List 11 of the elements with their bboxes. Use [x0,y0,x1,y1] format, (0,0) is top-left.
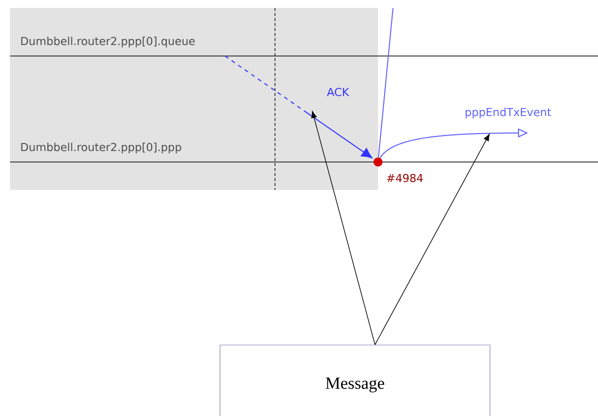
event-number: #4984 [387,174,423,182]
leader-line [374,134,490,346]
leader-line [311,111,376,346]
lane-name: Dumbbell.router2.ppp[0].ppp [21,142,182,154]
edge-label: pppEndTxEvent [466,108,552,118]
edge-label: ACK [326,88,350,96]
timeline-line [378,8,394,158]
message-arrow [224,56,372,158]
lane-name: Dumbbell.router2.ppp[0].queue [21,36,195,48]
message-box: Message [220,344,490,416]
event-dot [374,158,382,166]
